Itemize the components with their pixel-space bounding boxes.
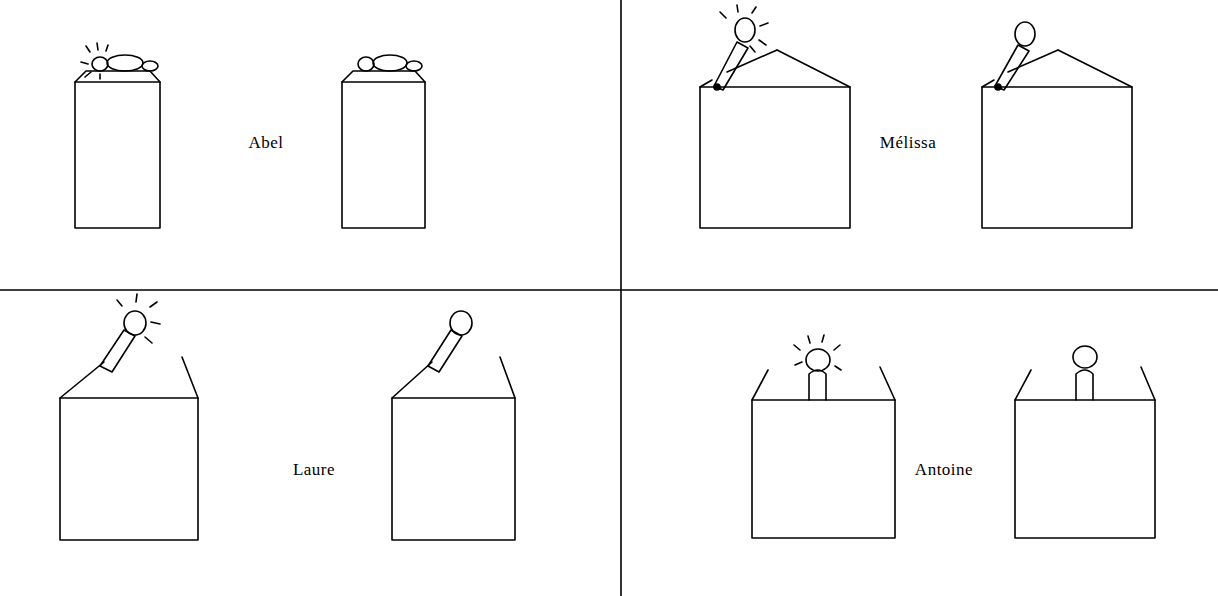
antoine-box [1015,346,1155,538]
melissa-box [982,22,1132,228]
laure-box-lit [60,294,198,540]
melissa-box-lit [700,5,850,228]
abel-box [342,55,425,228]
person-name: Antoine [915,460,973,480]
laure-box [392,311,515,540]
divider-line [0,289,1218,291]
abel-box-lit [75,43,160,228]
person-name: Abel [248,133,283,153]
person-name: Mélissa [880,133,936,153]
antoine-box-lit [752,335,895,538]
divider-line [620,0,622,596]
person-name: Laure [293,460,335,480]
